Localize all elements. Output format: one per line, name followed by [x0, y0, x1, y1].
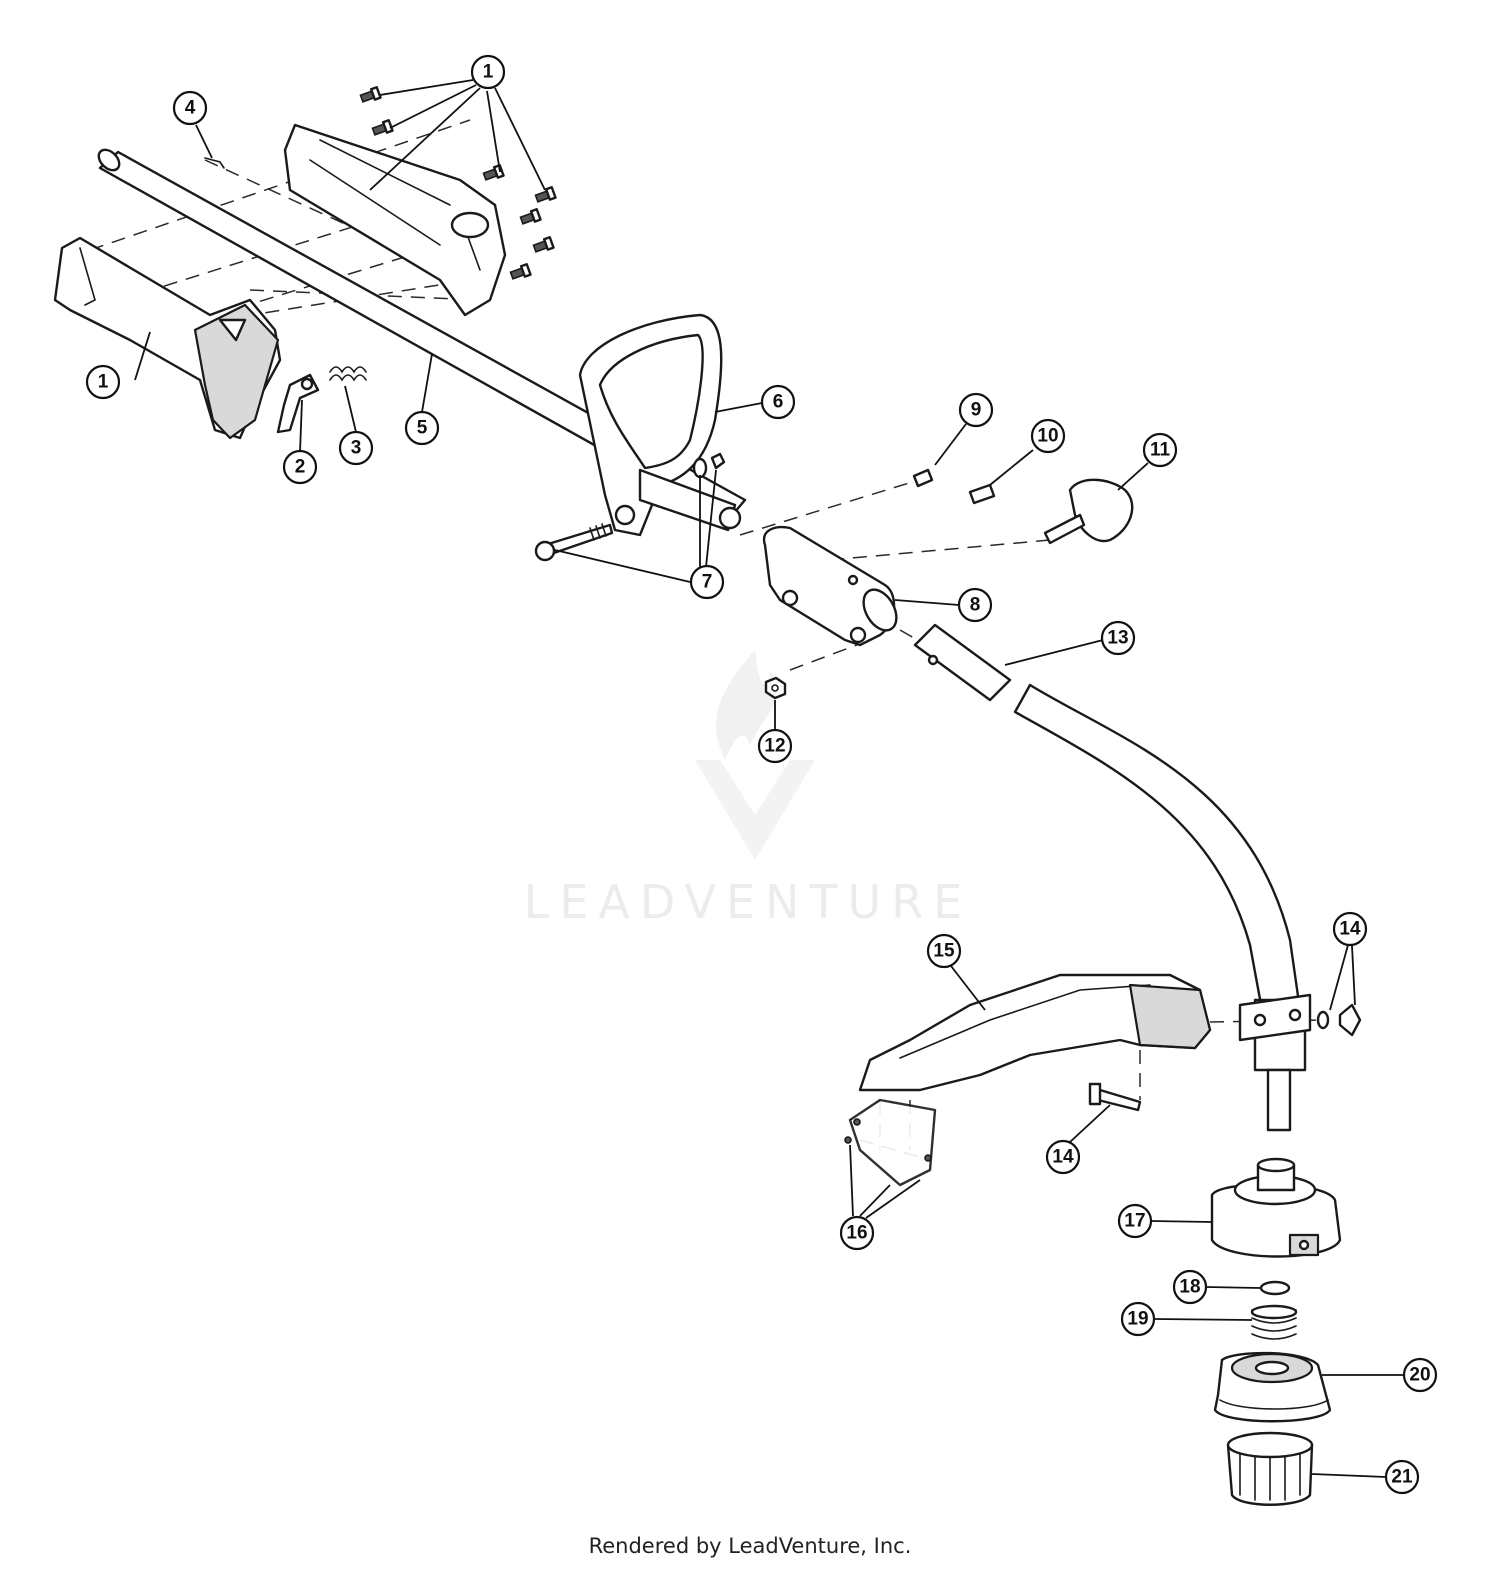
callout-c9: 9: [958, 392, 994, 428]
svg-text:6: 6: [773, 392, 784, 413]
svg-text:1: 1: [483, 62, 494, 83]
part-nut-12: [764, 676, 787, 700]
watermark-logo: [695, 650, 815, 860]
callout-c18: 18: [1172, 1269, 1208, 1305]
part-guard: [848, 973, 1212, 1187]
callout-c16: 16: [839, 1215, 875, 1251]
svg-text:19: 19: [1127, 1309, 1148, 1330]
svg-text:18: 18: [1179, 1277, 1200, 1298]
callout-c1b: 1: [85, 364, 121, 400]
svg-text:3: 3: [351, 438, 362, 459]
callout-c10: 10: [1030, 418, 1066, 454]
part-shaft-bracket: [1238, 993, 1312, 1132]
part-lower-shaft: [913, 623, 1302, 1012]
svg-text:14: 14: [1052, 1147, 1074, 1168]
callout-c2: 2: [282, 449, 318, 485]
callout-c8: 8: [957, 587, 993, 623]
part-spool-housing: [1210, 1157, 1342, 1258]
callout-c5: 5: [404, 410, 440, 446]
callout-c4: 4: [172, 90, 208, 126]
callout-c21: 21: [1384, 1459, 1420, 1495]
callout-c11: 11: [1142, 432, 1178, 468]
svg-text:10: 10: [1037, 426, 1058, 447]
svg-text:14: 14: [1339, 919, 1361, 940]
part-clip: [204, 157, 225, 169]
callout-c15: 15: [926, 933, 962, 969]
svg-text:15: 15: [933, 941, 955, 962]
part-handle-cover: [283, 123, 507, 317]
svg-text:8: 8: [970, 595, 981, 616]
svg-text:7: 7: [702, 572, 713, 593]
leader-lines: [134, 79, 1403, 1478]
part-coupler: [762, 526, 898, 647]
footer-credit: Rendered by LeadVenture, Inc.: [588, 1534, 912, 1558]
callout-c14b: 14: [1045, 1139, 1081, 1175]
part-screws-16: [844, 1118, 932, 1162]
callouts: 1 1 2 3 4 5 6 7: [85, 54, 1438, 1495]
svg-text:4: 4: [185, 98, 196, 119]
callout-c3: 3: [338, 430, 374, 466]
svg-text:1: 1: [98, 372, 109, 393]
part-spring-19: [1250, 1304, 1298, 1340]
callout-c6: 6: [760, 384, 796, 420]
part-shaft: [97, 148, 747, 522]
part-trigger: [276, 373, 320, 434]
svg-text:2: 2: [295, 457, 306, 478]
svg-text:13: 13: [1107, 628, 1128, 649]
part-pin-10: [968, 483, 996, 505]
svg-text:17: 17: [1124, 1211, 1145, 1232]
callout-c14a: 14: [1332, 911, 1368, 947]
part-washer-18: [1259, 1280, 1291, 1296]
callout-c19: 19: [1120, 1301, 1156, 1337]
part-wing-nut: [1316, 1003, 1362, 1037]
svg-text:5: 5: [417, 418, 428, 439]
part-bump-knob: [1226, 1431, 1314, 1506]
part-spring: [329, 366, 367, 382]
part-knob-11: [1043, 478, 1134, 545]
watermark-text: LEADVENTURE: [524, 875, 973, 929]
part-rear-handle: [53, 236, 282, 440]
part-d-handle: [578, 313, 742, 537]
callout-c13: 13: [1100, 620, 1136, 656]
part-bolt-14: [1088, 1082, 1142, 1112]
callout-c1a: 1: [470, 54, 506, 90]
callout-c20: 20: [1402, 1357, 1438, 1393]
callout-c12: 12: [757, 728, 793, 764]
svg-text:11: 11: [1150, 440, 1171, 461]
svg-text:20: 20: [1409, 1365, 1430, 1386]
watermark: LEADVENTURE: [524, 650, 973, 929]
callout-c17: 17: [1117, 1203, 1153, 1239]
callout-c7: 7: [689, 564, 725, 600]
part-screws: [359, 86, 557, 280]
svg-text:16: 16: [846, 1223, 867, 1244]
svg-text:12: 12: [764, 736, 785, 757]
part-screw-9: [912, 468, 934, 488]
svg-text:21: 21: [1391, 1467, 1413, 1488]
part-spool: [1213, 1351, 1332, 1423]
svg-text:9: 9: [971, 400, 982, 421]
part-bolt-assembly: [534, 452, 726, 562]
